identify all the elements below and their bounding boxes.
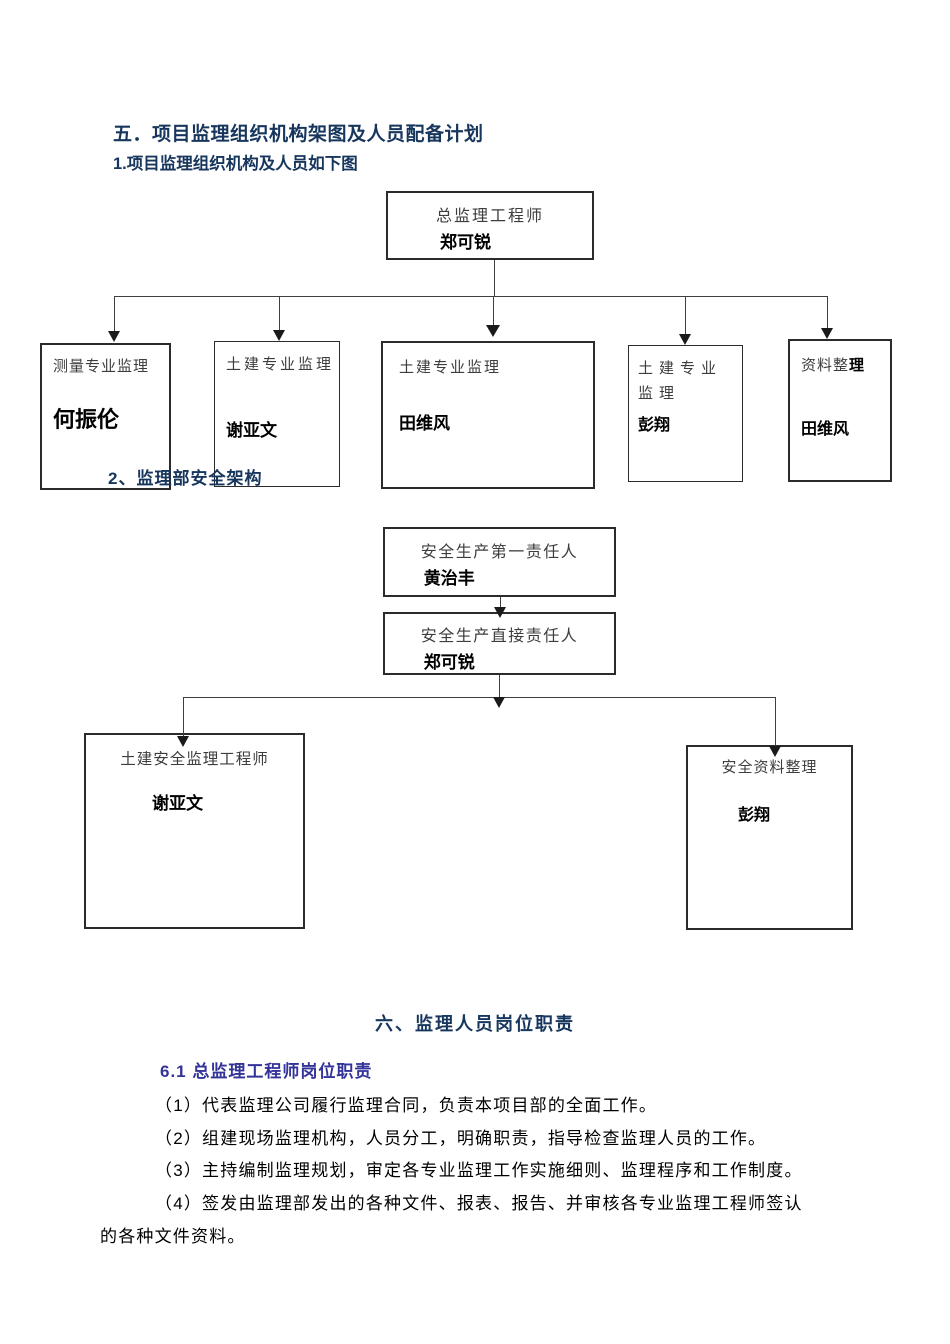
connector-line (499, 675, 500, 699)
org2-child2-title: 安全资料整理 (721, 759, 818, 776)
connector-line (500, 597, 501, 610)
section6-heading: 六、监理人员岗位职责 (375, 1014, 575, 1034)
section5-heading: 五．项目监理组织机构架图及人员配备计划 (113, 124, 484, 145)
connector-line (183, 697, 184, 738)
org1-root-box: 总监理工程师 郑可锐 (386, 191, 594, 260)
org1-child-box-civil-3: 土建专业监理 彭翔 (628, 345, 743, 482)
org2-first-responsible-box: 安全生产第一责任人 黄治丰 (383, 527, 616, 597)
connector-line (685, 296, 686, 335)
duty-line-2: （2）组建现场监理机构，人员分工，明确职责，指导检查监理人员的工作。 (155, 1129, 767, 1148)
org1-root-title: 总监理工程师 (435, 208, 544, 225)
org2-direct-title: 安全生产直接责任人 (420, 628, 579, 645)
arrow-down-icon (679, 334, 691, 345)
duty-line-5: 的各种文件资料。 (100, 1227, 246, 1246)
arrow-down-icon (486, 325, 500, 337)
org2-child2-name: 彭翔 (738, 807, 771, 824)
org2-child1-title: 土建安全监理工程师 (120, 751, 269, 768)
org1-child5-title-bold: 理 (849, 357, 866, 374)
connector-line (827, 296, 828, 329)
org1-child-box-records: 资料整理 田维风 (788, 339, 892, 482)
org2-child1-name: 谢亚文 (152, 794, 203, 813)
org1-child-box-survey: 测量专业监理 何振伦 (40, 343, 171, 490)
org2-child-box-safety-records: 安全资料整理 彭翔 (686, 745, 853, 930)
connector-line (775, 697, 776, 748)
connector-line (114, 296, 828, 297)
connector-line (279, 296, 280, 331)
org2-first-name: 黄治丰 (423, 569, 475, 588)
org2-direct-responsible-box: 安全生产直接责任人 郑可锐 (383, 612, 616, 675)
arrow-down-icon (493, 697, 505, 708)
org1-child1-title: 测量专业监理 (53, 358, 150, 375)
org1-child5-name: 田维风 (801, 421, 850, 438)
arrow-down-icon (273, 330, 285, 341)
duty-line-1: （1）代表监理公司履行监理合同，负责本项目部的全面工作。 (155, 1096, 658, 1115)
org1-child1-name: 何振伦 (53, 407, 120, 432)
connector-line (493, 296, 494, 327)
duty-line-4: （4）签发由监理部发出的各种文件、报表、报告、并审核各专业监理工程师签认 (155, 1194, 803, 1213)
org1-root-name: 郑可锐 (439, 233, 491, 252)
org1-child5-title-normal: 资料整 (801, 357, 850, 374)
subsection61-heading: 6.1 总监理工程师岗位职责 (160, 1062, 373, 1081)
org1-child4-title: 土建专业监理 (638, 360, 723, 402)
org2-first-title: 安全生产第一责任人 (420, 544, 579, 561)
org1-child5-title: 资料整理 (801, 354, 890, 375)
org1-child3-name: 田维风 (399, 414, 450, 433)
org1-child2-name: 谢亚文 (226, 421, 277, 440)
org1-child4-name: 彭翔 (638, 417, 671, 434)
arrow-down-icon (177, 736, 189, 747)
subsection1-heading: 1.项目监理组织机构及人员如下图 (113, 155, 358, 173)
subsection2-heading: 2、监理部安全架构 (108, 469, 263, 488)
org1-child-box-civil-2: 土建专业监理 田维风 (381, 341, 595, 489)
arrow-down-icon (494, 607, 506, 618)
arrow-down-icon (821, 328, 833, 339)
org1-child2-title: 土建专业监理 (226, 356, 335, 373)
org1-child3-title: 土建专业监理 (399, 359, 502, 376)
org2-direct-name: 郑可锐 (423, 653, 475, 672)
connector-line (494, 260, 495, 297)
arrow-down-icon (769, 746, 781, 757)
duty-line-3: （3）主持编制监理规划，审定各专业监理工作实施细则、监理程序和工作制度。 (155, 1161, 803, 1180)
org2-child-box-civil-safety: 土建安全监理工程师 谢亚文 (84, 733, 305, 929)
org1-child-box-civil-1: 土建专业监理 谢亚文 (214, 341, 340, 487)
arrow-down-icon (108, 331, 120, 342)
connector-line (183, 697, 776, 698)
connector-line (114, 296, 115, 332)
